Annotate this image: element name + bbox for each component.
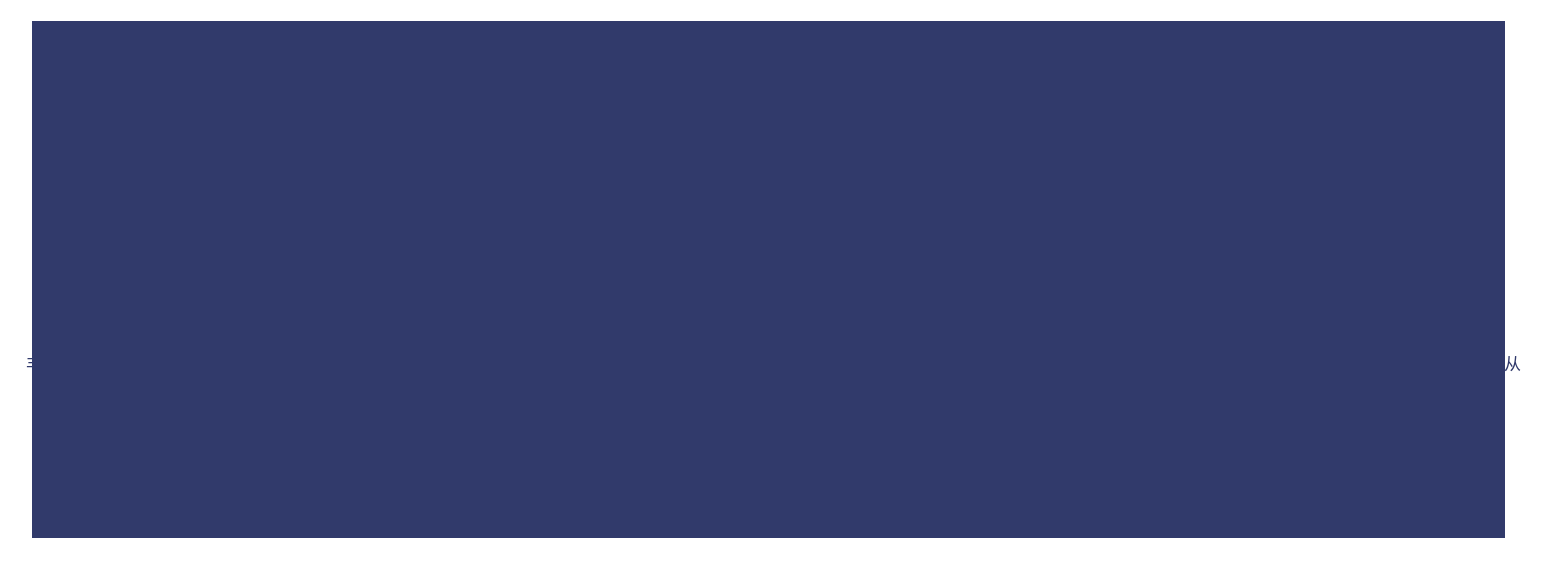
text-fragment-right: 从 bbox=[1504, 355, 1521, 375]
overlay-panel[interactable] bbox=[32, 21, 1505, 538]
